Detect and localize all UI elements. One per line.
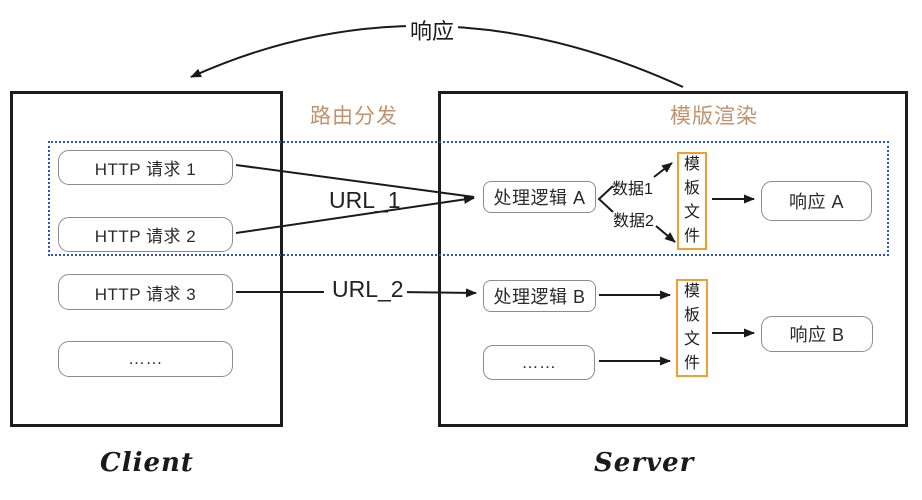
template-file-1-box: 模 板 文 件	[677, 152, 707, 250]
logic-b-box: 处理逻辑 B	[483, 280, 596, 312]
data2-arrow	[655, 225, 676, 243]
routing-dispatch-label: 路由分发	[310, 105, 398, 128]
url1-flow-group-outline	[48, 141, 889, 256]
data1-label: 数据1	[612, 181, 653, 198]
data1-arrow	[653, 162, 673, 178]
response-arrow-label: 响应	[406, 14, 459, 46]
response-b-box: 响应 B	[761, 316, 873, 352]
request2-line-arrow	[235, 195, 475, 234]
url2-label: URL_2	[329, 276, 407, 303]
http-request-2-box: HTTP 请求 2	[58, 217, 233, 252]
request1-line	[235, 164, 475, 198]
response-a-box: 响应 A	[761, 181, 872, 221]
server-title: Server	[594, 448, 695, 478]
template-file-2-box: 模 板 文 件	[676, 279, 708, 377]
data2-label: 数据2	[613, 213, 654, 230]
client-container-box	[10, 91, 283, 427]
http-request-1-box: HTTP 请求 1	[58, 150, 233, 185]
server-ellipsis-box: ……	[483, 345, 595, 380]
url1-label: URL_1	[329, 187, 401, 213]
http-request-ellipsis-box: ……	[58, 341, 233, 377]
server-container-box	[438, 91, 908, 427]
template-render-label: 模版渲染	[670, 105, 758, 128]
client-title: Client	[100, 448, 194, 478]
logic-a-branch-wedge	[597, 185, 614, 213]
request3-line-arrow	[398, 288, 477, 298]
logic-a-box: 处理逻辑 A	[483, 181, 596, 213]
http-request-3-box: HTTP 请求 3	[58, 274, 233, 310]
